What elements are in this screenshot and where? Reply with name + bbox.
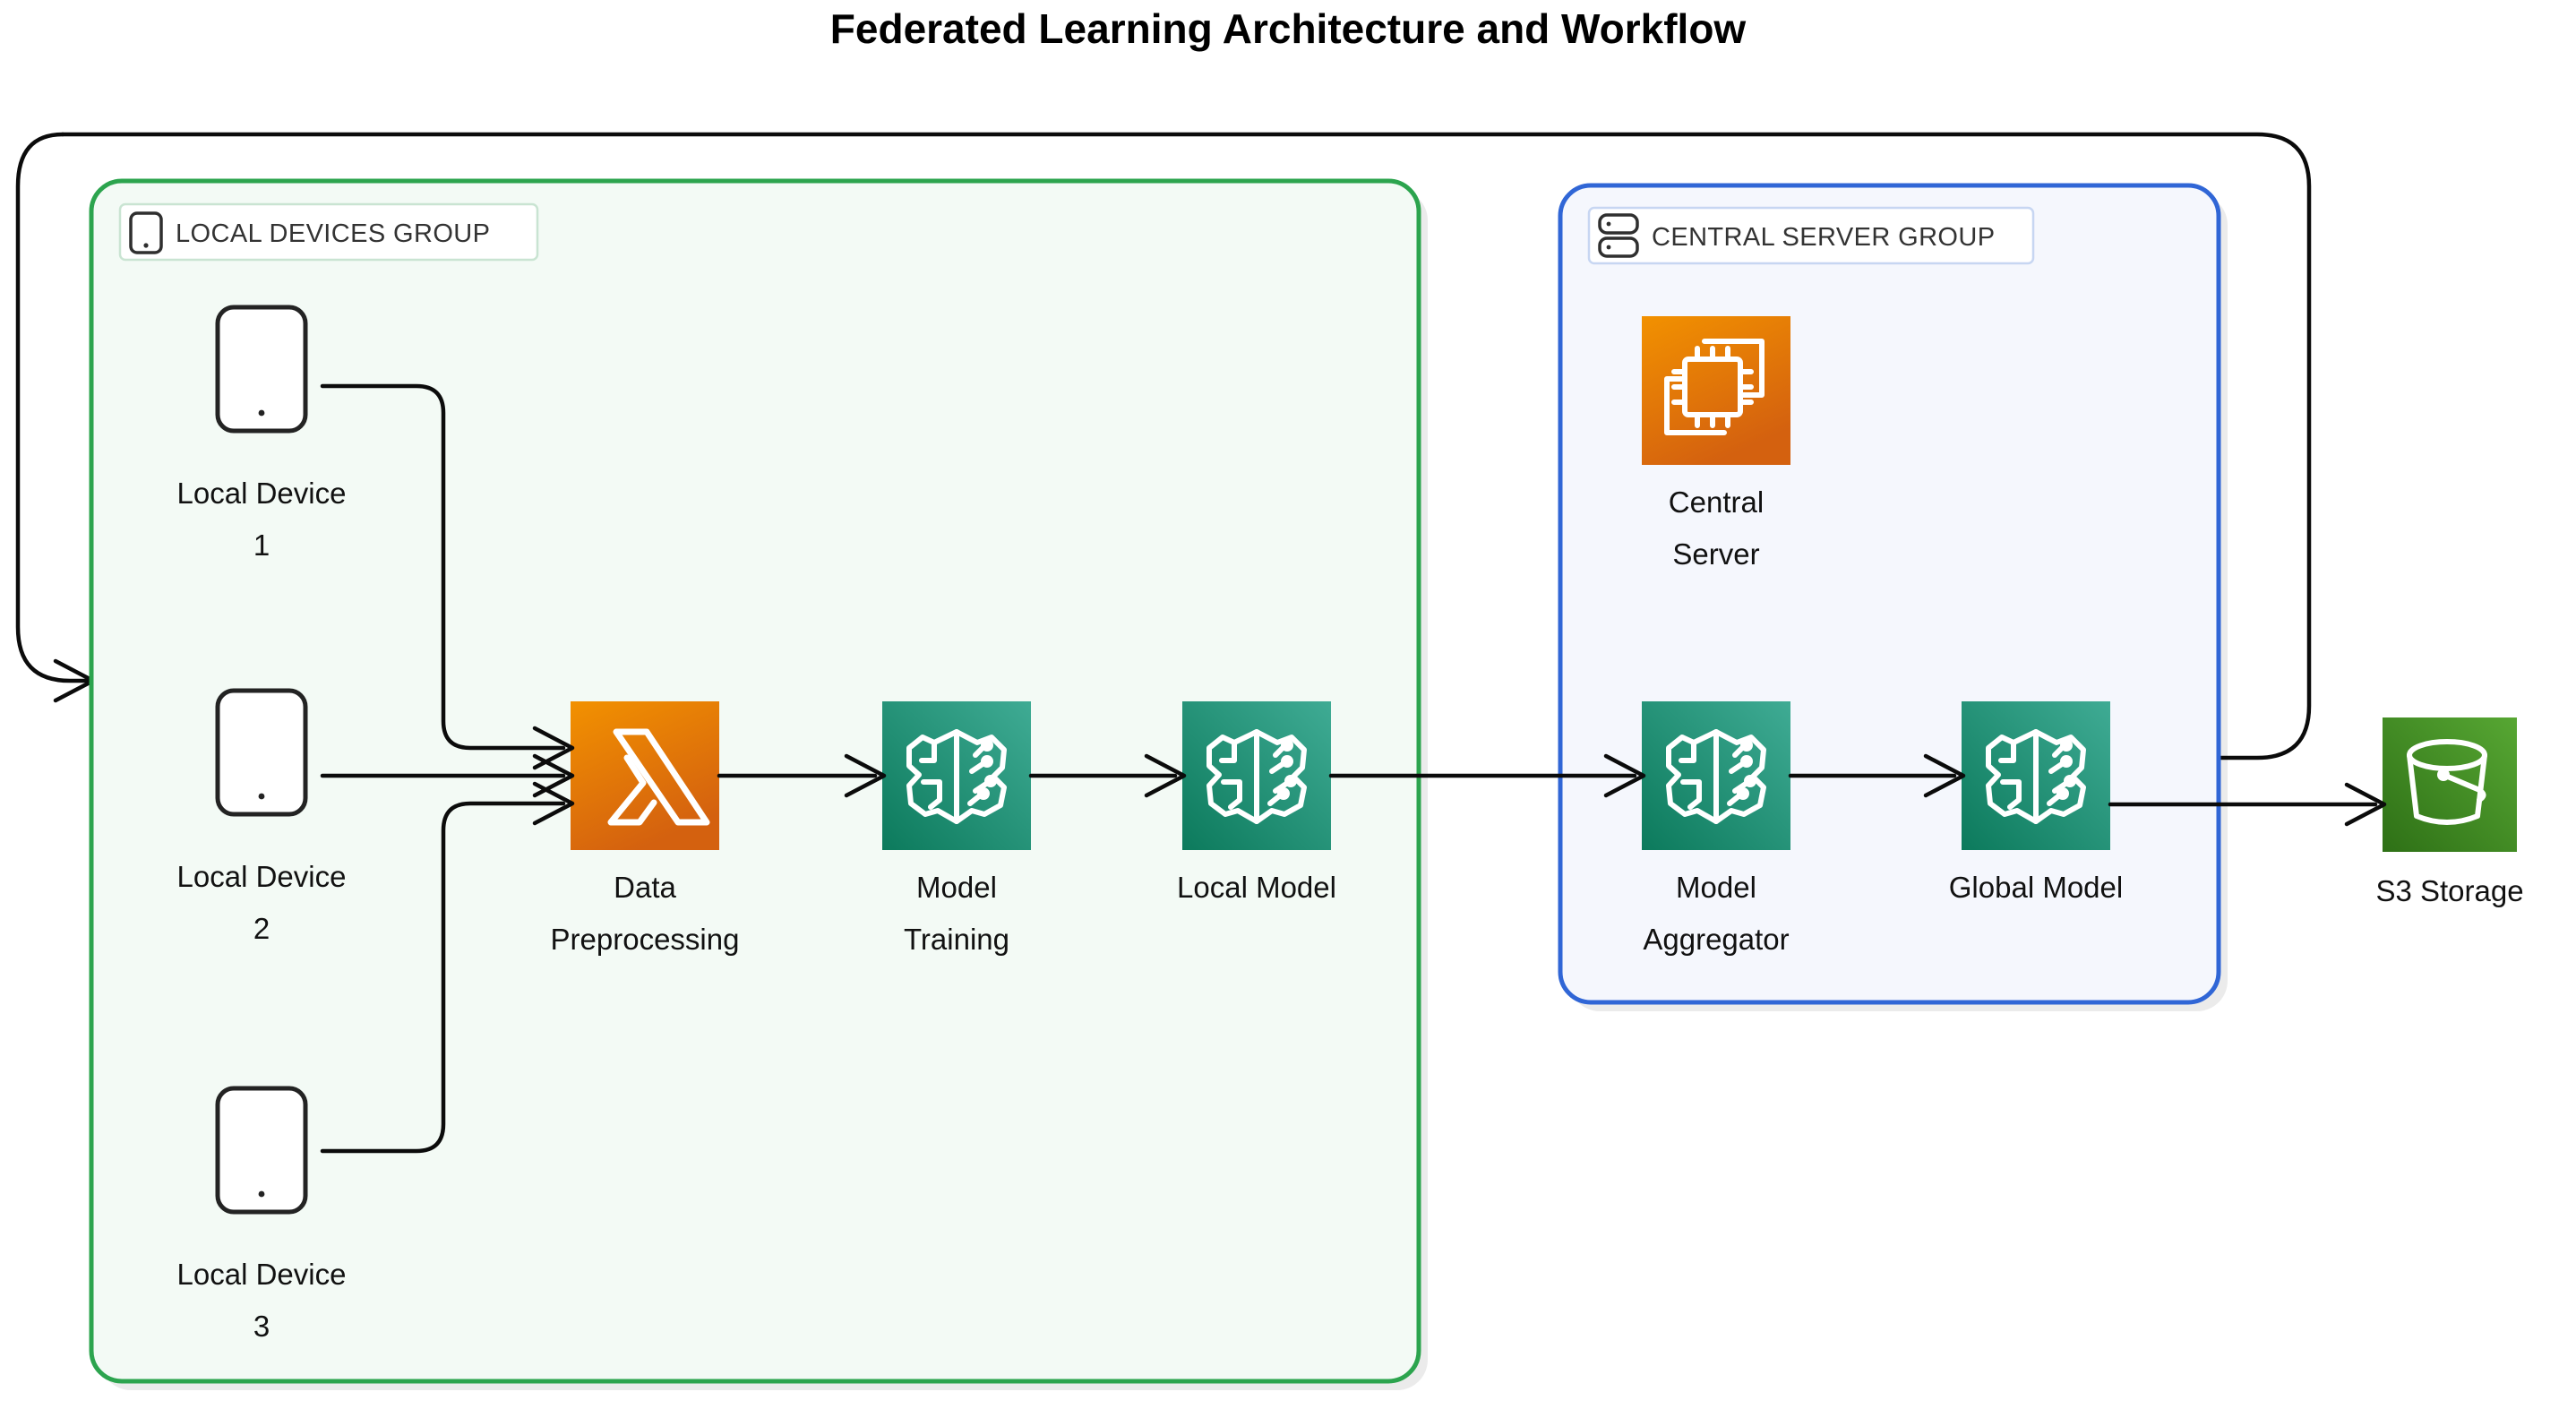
- central-server-group-badge: CENTRAL SERVER GROUP: [1587, 206, 2035, 265]
- global-model-label-line1: Global Model: [1949, 871, 2123, 904]
- edge-global-model-to-s3: [2108, 782, 2387, 827]
- central-server-group[interactable]: CENTRAL SERVER GROUP Central Server: [1558, 183, 2228, 1011]
- local-device-3-label-line2: 3: [253, 1310, 270, 1343]
- edge-local-model-to-aggregator: [1328, 753, 1646, 798]
- s3-storage[interactable]: S3 Storage: [2375, 717, 2524, 907]
- local-devices-group[interactable]: LOCAL DEVICES GROUP Local Device 1 Local…: [89, 178, 1428, 1390]
- feedback-loop-path-right: [60, 132, 2312, 760]
- edge-aggregator-to-global-model: [1788, 753, 1966, 798]
- local-device-1-label-line1: Local Device: [177, 477, 347, 510]
- server-stack-icon: [1598, 213, 1639, 258]
- model-training-label-line1: Model: [916, 871, 997, 904]
- local-model[interactable]: Local Model: [1177, 701, 1336, 904]
- mobile-device-icon: [215, 1086, 308, 1215]
- model-aggregator-label-line1: Model: [1676, 871, 1756, 904]
- device-home-dot: [258, 409, 265, 417]
- model-training-label-line2: Training: [904, 923, 1009, 956]
- lambda-glyph-right: [613, 728, 710, 826]
- local-devices-group-badge: LOCAL DEVICES GROUP: [118, 202, 539, 262]
- edge-preprocessing-to-training: [717, 753, 887, 798]
- aws-s3-bucket-icon: [2383, 717, 2517, 852]
- mobile-device-icon: [129, 211, 163, 254]
- local-devices-group-label: LOCAL DEVICES GROUP: [176, 219, 490, 248]
- local-model-label-line1: Local Model: [1177, 871, 1336, 904]
- mobile-device-icon: [215, 305, 308, 434]
- mobile-device-icon: [215, 688, 308, 817]
- model-training[interactable]: Model Training: [882, 701, 1031, 956]
- device-home-dot: [258, 1190, 265, 1198]
- central-server-label-line1: Central: [1669, 485, 1764, 519]
- local-devices-group-box: [89, 178, 1421, 1384]
- model-aggregator-label-line2: Aggregator: [1643, 923, 1789, 956]
- page-title: Federated Learning Architecture and Work…: [830, 5, 1747, 52]
- lambda-glyph-left: [607, 754, 657, 826]
- central-server-badge-box: [1587, 206, 2035, 265]
- local-devices-badge-box: [118, 202, 539, 262]
- global-model[interactable]: Global Model: [1949, 701, 2123, 904]
- central-server-group-label: CENTRAL SERVER GROUP: [1652, 223, 1995, 252]
- central-server[interactable]: Central Server: [1642, 316, 1790, 571]
- local-device-2-label-line1: Local Device: [177, 860, 347, 893]
- local-device-3-label-line1: Local Device: [177, 1258, 347, 1291]
- aws-iot-chip-icon: [1642, 316, 1790, 465]
- local-device-2-label-line2: 2: [253, 912, 270, 945]
- device-home-dot: [258, 793, 265, 800]
- s3-storage-label-line1: S3 Storage: [2375, 874, 2523, 907]
- central-server-label-line2: Server: [1672, 537, 1759, 571]
- edge-device3-to-preprocessing: [320, 781, 575, 1154]
- local-device-1-label-line2: 1: [253, 528, 270, 562]
- data-preprocessing[interactable]: Data Preprocessing: [551, 701, 740, 956]
- local-device-1[interactable]: Local Device 1: [177, 305, 347, 562]
- data-preprocessing-label-line2: Preprocessing: [551, 923, 740, 956]
- model-aggregator[interactable]: Model Aggregator: [1642, 701, 1790, 956]
- local-device-3[interactable]: Local Device 3: [177, 1086, 347, 1343]
- feedback-loop-path-left: [15, 132, 92, 683]
- edge-training-to-local-model: [1028, 753, 1187, 798]
- data-preprocessing-label-line1: Data: [614, 871, 676, 904]
- local-device-2[interactable]: Local Device 2: [177, 688, 347, 945]
